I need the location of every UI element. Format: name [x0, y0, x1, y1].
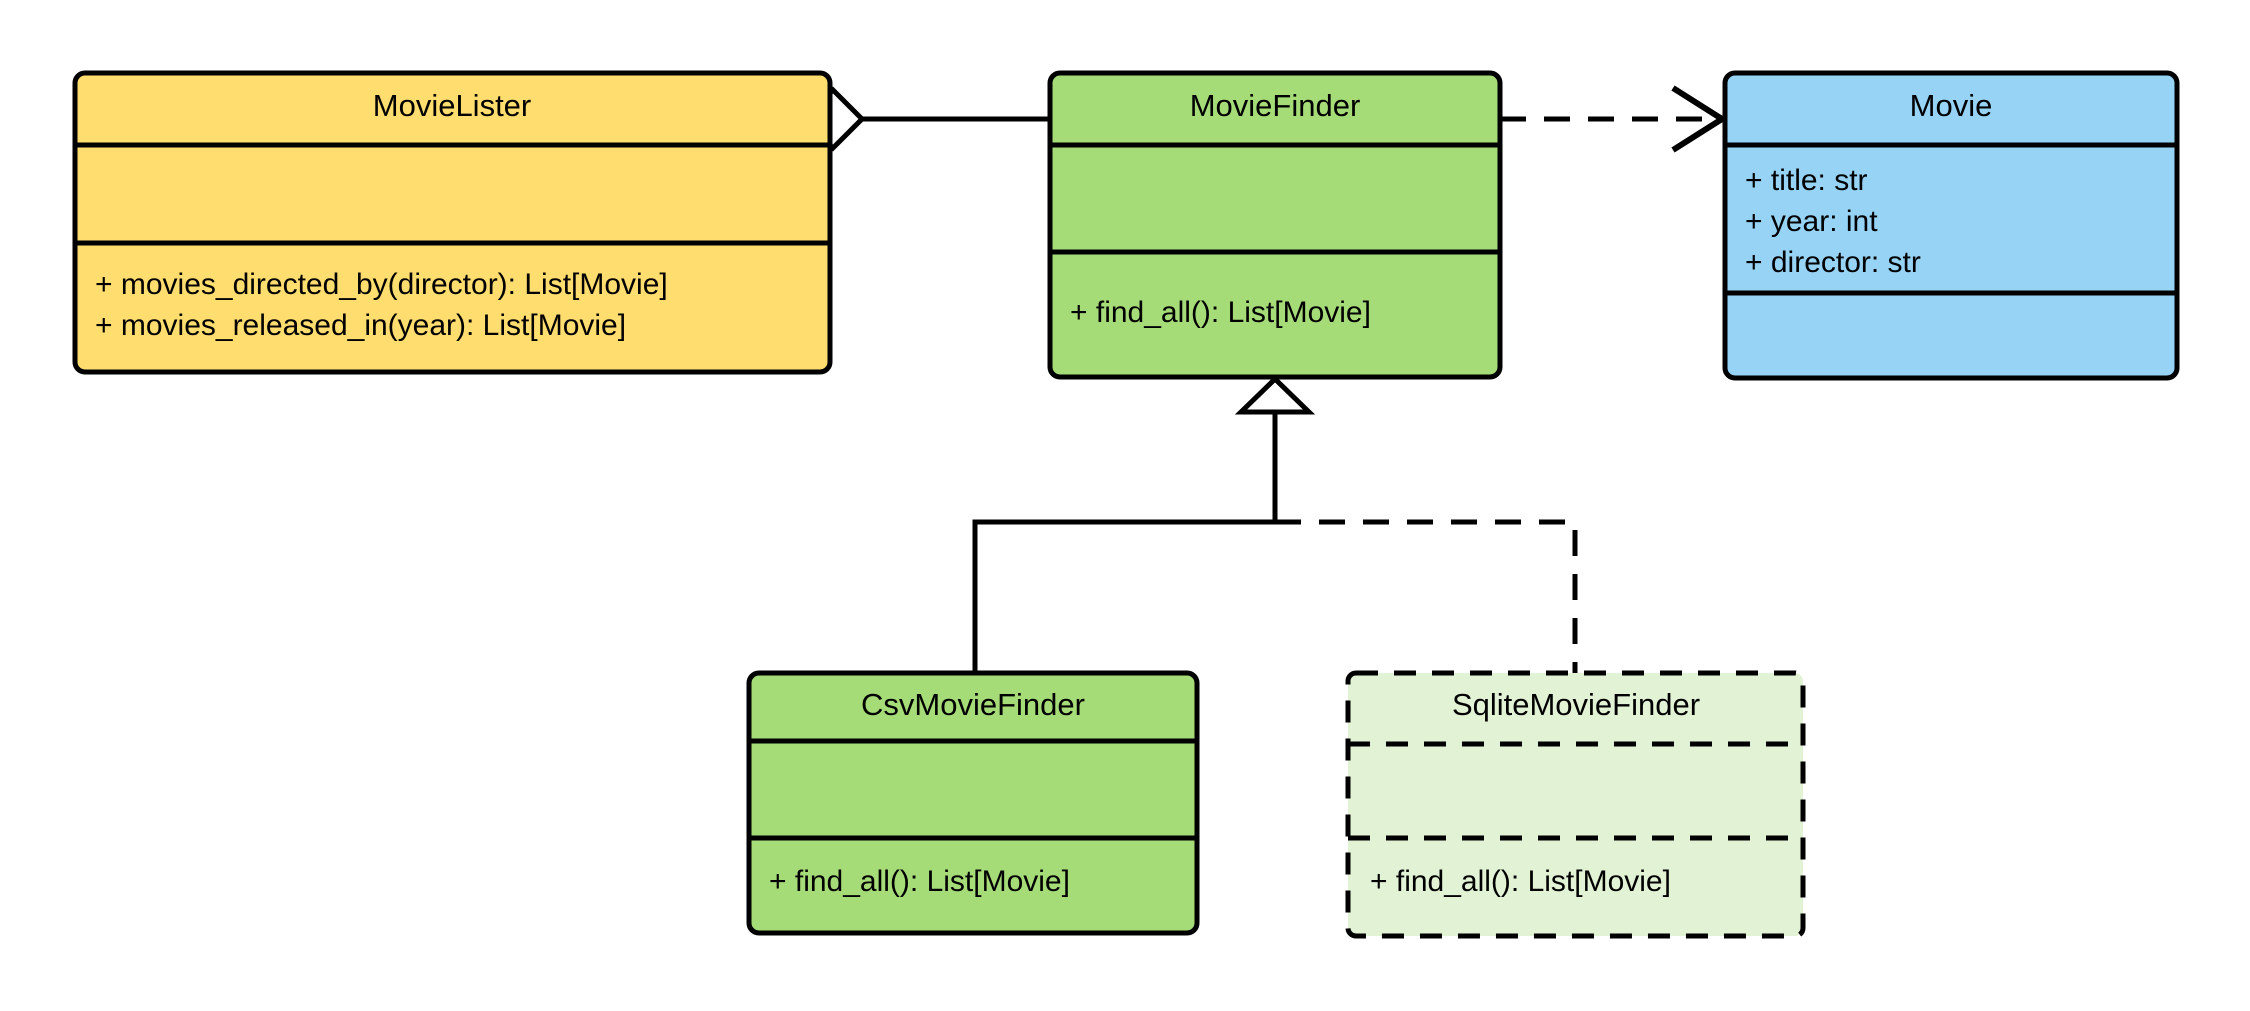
movie-attribute-0: + title: str: [1745, 164, 1868, 197]
movie-lister-method-1: + movies_released_in(year): List[Movie]: [95, 309, 626, 342]
relationship-aggregation-lister-finder[interactable]: [800, 86, 1050, 152]
relationship-generalization-csv-finder[interactable]: [972, 406, 1278, 673]
movie-finder-title: MovieFinder: [1190, 88, 1361, 123]
csv-movie-finder-title: CsvMovieFinder: [861, 687, 1085, 722]
relationship-generalization-sqlite-finder[interactable]: [1275, 519, 1578, 673]
class-box-csv-movie-finder[interactable]: CsvMovieFinder + find_all(): List[Movie]: [746, 670, 1200, 936]
movie-finder-method-0: + find_all(): List[Movie]: [1070, 296, 1371, 329]
relationship-dependency-finder-movie[interactable]: [1500, 85, 1728, 153]
open-arrow-marker: [1671, 85, 1728, 153]
class-box-movie[interactable]: Movie + title: str + year: int + directo…: [1722, 70, 2180, 381]
movie-attribute-1: + year: int: [1745, 205, 1878, 238]
generalization-triangle-group: [1234, 375, 1316, 415]
sqlite-movie-finder-method-0: + find_all(): List[Movie]: [1370, 865, 1671, 898]
class-box-movie-finder[interactable]: MovieFinder + find_all(): List[Movie]: [1047, 70, 1503, 380]
movie-lister-title: MovieLister: [373, 88, 532, 123]
movie-lister-method-0: + movies_directed_by(director): List[Mov…: [95, 268, 668, 301]
class-box-movie-lister[interactable]: MovieLister + movies_directed_by(directo…: [72, 70, 833, 375]
generalization-line-sqlite: [1275, 519, 1578, 673]
sqlite-movie-finder-title: SqliteMovieFinder: [1452, 687, 1700, 722]
movie-title: Movie: [1910, 88, 1993, 123]
movie-lister-frame: [72, 70, 833, 375]
sqlite-movie-finder-frame: [1345, 670, 1806, 939]
csv-movie-finder-method-0: + find_all(): List[Movie]: [769, 865, 1070, 898]
class-box-sqlite-movie-finder[interactable]: SqliteMovieFinder + find_all(): List[Mov…: [1345, 670, 1806, 939]
movie-attribute-2: + director: str: [1745, 246, 1921, 279]
movie-finder-frame: [1047, 70, 1503, 380]
csv-movie-finder-frame: [746, 670, 1200, 936]
movie-frame: [1722, 70, 2180, 381]
generalization-line-csv: [972, 406, 1278, 673]
hollow-triangle-marker: [1234, 375, 1316, 415]
